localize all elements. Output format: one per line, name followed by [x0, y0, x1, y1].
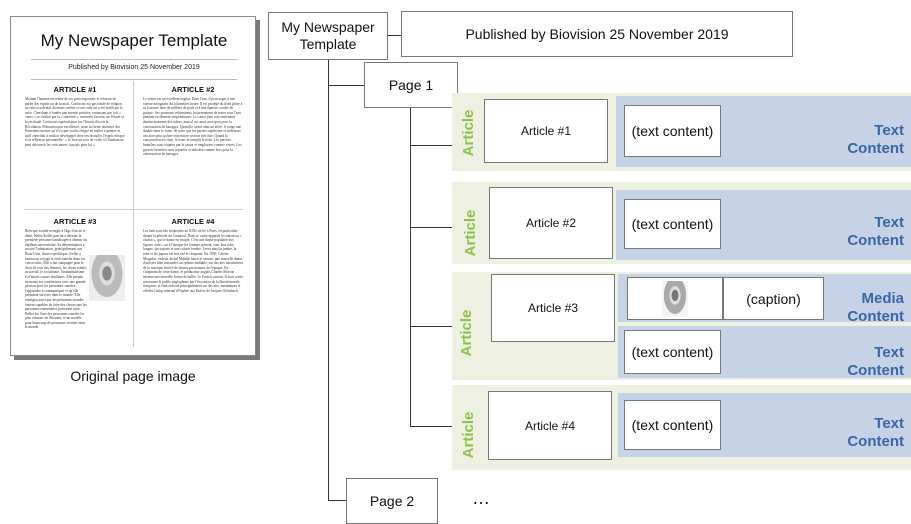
connector: [410, 145, 452, 146]
portrait-photo: [89, 255, 125, 301]
text-content-box: (text content): [624, 400, 721, 450]
article-2-text: Le castor est un excellent nageur. Dans …: [143, 97, 243, 157]
connector: [410, 108, 411, 426]
page-2-node: Page 2: [346, 478, 438, 524]
article-node: Article #3: [491, 274, 615, 342]
connector: [328, 60, 329, 500]
divider: [31, 59, 237, 60]
article-label: Article: [460, 109, 477, 157]
row-divider: [25, 209, 243, 210]
page-1-node: Page 1: [364, 62, 458, 108]
divider: [31, 79, 237, 80]
article-1-heading: ARTICLE #1: [53, 85, 97, 94]
text-content-box: (text content): [624, 330, 721, 374]
newspaper-page-image: My Newspaper Template Published by Biovi…: [10, 16, 256, 356]
caption-box: (caption): [723, 277, 824, 320]
article-node: Article #1: [484, 99, 608, 163]
text-content-box: (text content): [624, 199, 721, 249]
connector: [410, 426, 452, 427]
connector: [328, 85, 364, 86]
article-label: Article: [460, 411, 477, 459]
text-content-box: (text content): [624, 105, 721, 157]
connector: [410, 227, 452, 228]
newspaper-title: My Newspaper Template: [40, 31, 228, 50]
connector: [410, 326, 452, 327]
connector: [388, 35, 401, 36]
article-3-text: Bien que sourde-aveugle à l'âge d'un an …: [25, 229, 87, 330]
portrait-photo: [662, 280, 688, 317]
article-3-heading: ARTICLE #3: [53, 217, 97, 226]
column-divider: [133, 81, 134, 347]
article-1-text: Mettant l'homme au centre de ses préoccu…: [25, 97, 125, 147]
article-2-heading: ARTICLE #2: [171, 85, 215, 94]
article-node: Article #4: [488, 391, 612, 460]
article-node: Article #2: [489, 187, 613, 259]
newspaper-subtitle: Published by Biovision 25 November 2019: [68, 64, 200, 71]
root-node: My Newspaper Template: [268, 12, 388, 60]
original-page-caption: Original page image: [70, 368, 196, 384]
article-label: Article: [462, 209, 479, 257]
media-thumbnail: [627, 277, 723, 320]
publisher-node: Published by Biovision 25 November 2019: [401, 11, 793, 57]
connector: [328, 500, 346, 501]
article-label: Article: [458, 309, 475, 357]
more-pages-ellipsis: …: [472, 488, 490, 508]
article-4-text: Les bals sont très fréquentés au XIXe si…: [143, 229, 243, 293]
article-4-heading: ARTICLE #4: [171, 217, 215, 226]
